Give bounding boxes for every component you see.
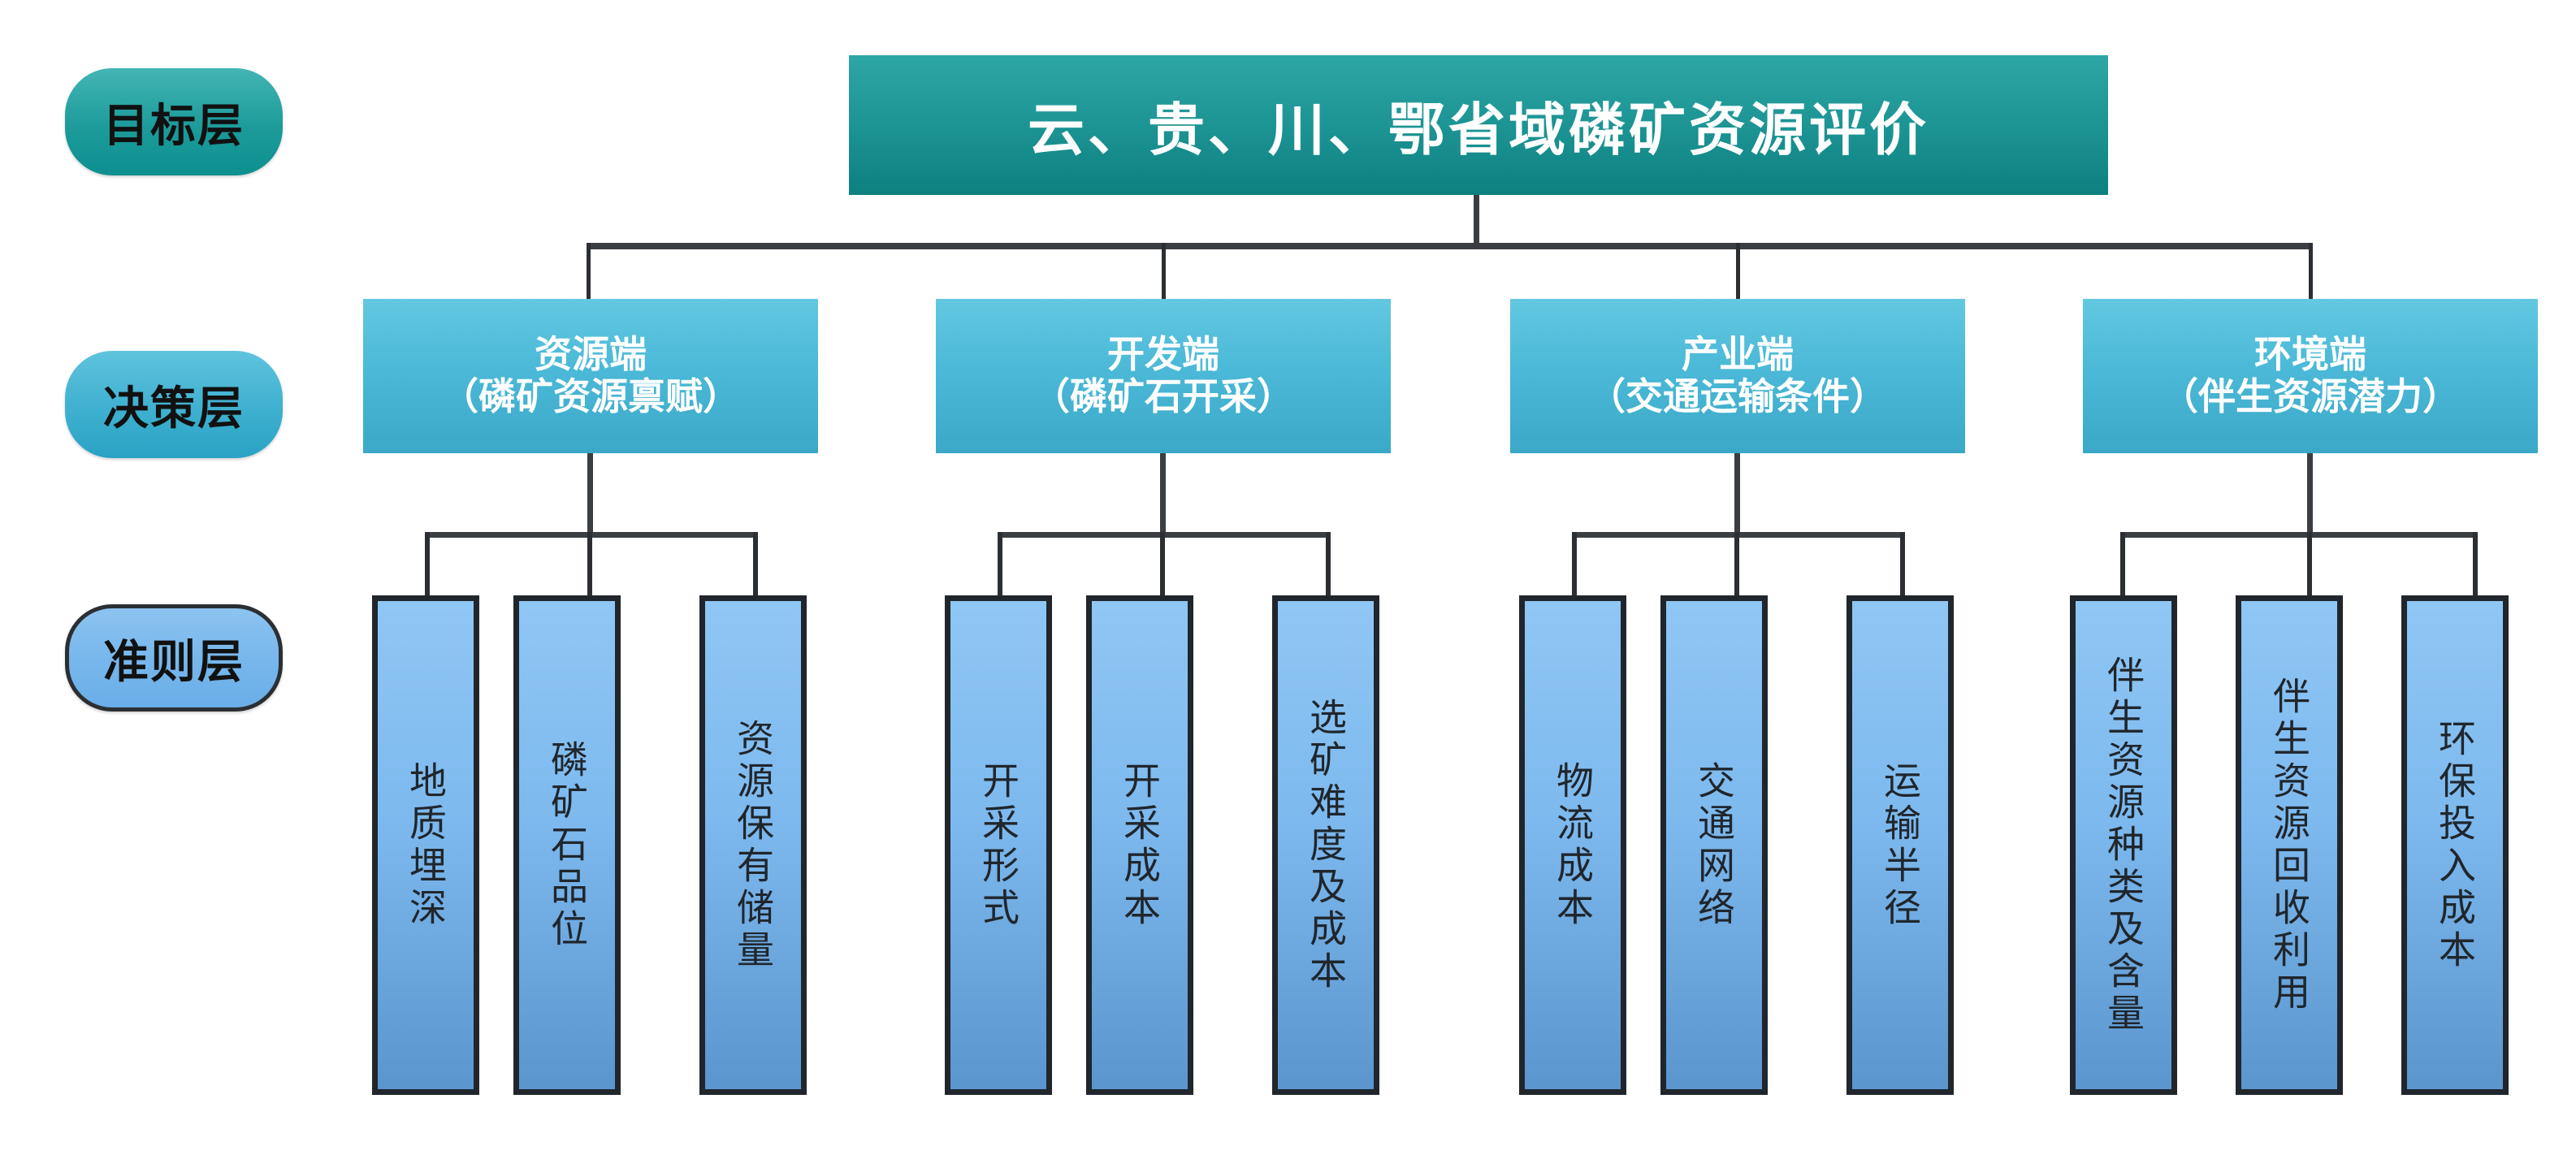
criteria-node-associated-resource-types: 伴生资源种类及含量 bbox=[2070, 595, 2177, 1095]
connector-decision-drop-2 bbox=[1162, 243, 1166, 300]
criteria-node-mining-method: 开采形式 bbox=[945, 595, 1052, 1095]
layer-pill-criteria-label: 准则层 bbox=[103, 635, 245, 687]
decision-node-industry-line2: （交通运输条件） bbox=[1588, 375, 1887, 417]
criteria-node-beneficiation-difficulty-cost: 选矿难度及成本 bbox=[1272, 595, 1379, 1095]
criteria-node-transport-network-label: 交通网络 bbox=[1693, 760, 1735, 930]
criteria-node-logistics-cost-label: 物流成本 bbox=[1552, 760, 1594, 930]
connector-environment-bus bbox=[2120, 532, 2478, 538]
criteria-node-transport-radius-label: 运输半径 bbox=[1879, 760, 1921, 930]
criteria-node-logistics-cost: 物流成本 bbox=[1519, 595, 1626, 1095]
criteria-node-mining-method-label: 开采形式 bbox=[977, 760, 1020, 930]
decision-node-resource: 资源端 （磷矿资源禀赋） bbox=[363, 299, 818, 453]
goal-node-label: 云、贵、川、鄂省域磷矿资源评价 bbox=[1028, 97, 1929, 162]
connector-industry-drop-2 bbox=[1734, 532, 1739, 597]
connector-industry-drop-3 bbox=[1900, 532, 1905, 597]
connector-decision-bus bbox=[587, 243, 2312, 249]
connector-environment-drop-3 bbox=[2473, 532, 2478, 597]
connector-environment-stem bbox=[2307, 453, 2313, 534]
decision-node-resource-line1: 资源端 bbox=[535, 333, 647, 376]
criteria-node-associated-resource-recovery: 伴生资源回收利用 bbox=[2236, 595, 2343, 1095]
criteria-node-mining-cost: 开采成本 bbox=[1086, 595, 1193, 1095]
decision-node-development-line2: （磷矿石开采） bbox=[1033, 375, 1294, 417]
connector-development-drop-2 bbox=[1160, 532, 1165, 597]
layer-pill-criteria: 准则层 bbox=[65, 604, 283, 712]
decision-node-resource-line2: （磷矿资源禀赋） bbox=[441, 375, 740, 417]
criteria-node-geological-depth: 地质埋深 bbox=[372, 595, 479, 1095]
goal-node: 云、贵、川、鄂省域磷矿资源评价 bbox=[849, 55, 2108, 195]
criteria-node-ore-grade: 磷矿石品位 bbox=[513, 595, 621, 1095]
connector-industry-stem bbox=[1734, 453, 1740, 534]
criteria-node-transport-network: 交通网络 bbox=[1660, 595, 1768, 1095]
criteria-node-transport-radius: 运输半径 bbox=[1846, 595, 1954, 1095]
criteria-node-geological-depth-label: 地质埋深 bbox=[405, 760, 447, 930]
criteria-node-retained-reserves-label: 资源保有储量 bbox=[732, 718, 774, 972]
connector-resource-drop-1 bbox=[425, 532, 430, 597]
decision-node-environment: 环境端 （伴生资源潜力） bbox=[2083, 299, 2538, 453]
connector-environment-drop-1 bbox=[2120, 532, 2125, 597]
criteria-node-environmental-investment-cost-label: 环保投入成本 bbox=[2434, 718, 2476, 972]
criteria-node-beneficiation-difficulty-cost-label: 选矿难度及成本 bbox=[1305, 697, 1347, 993]
connector-environment-drop-2 bbox=[2307, 532, 2312, 597]
decision-node-industry: 产业端 （交通运输条件） bbox=[1510, 299, 1965, 453]
decision-node-development: 开发端 （磷矿石开采） bbox=[936, 299, 1391, 453]
criteria-node-mining-cost-label: 开采成本 bbox=[1119, 760, 1161, 930]
layer-pill-goal-label: 目标层 bbox=[103, 99, 245, 151]
layer-pill-decision-label: 决策层 bbox=[103, 382, 245, 434]
connector-development-drop-3 bbox=[1326, 532, 1331, 597]
criteria-node-environmental-investment-cost: 环保投入成本 bbox=[2401, 595, 2509, 1095]
layer-pill-decision: 决策层 bbox=[65, 351, 283, 458]
connector-decision-drop-4 bbox=[2309, 243, 2313, 300]
decision-node-environment-line2: （伴生资源潜力） bbox=[2161, 375, 2460, 417]
connector-goal-stem bbox=[1474, 195, 1479, 245]
connector-resource-drop-3 bbox=[753, 532, 758, 597]
connector-resource-stem bbox=[587, 453, 593, 534]
layer-pill-goal: 目标层 bbox=[65, 68, 283, 175]
decision-node-development-line1: 开发端 bbox=[1107, 333, 1219, 376]
criteria-node-associated-resource-types-label: 伴生资源种类及含量 bbox=[2102, 655, 2145, 1036]
connector-development-stem bbox=[1160, 453, 1166, 534]
connector-resource-drop-2 bbox=[587, 532, 592, 597]
criteria-node-associated-resource-recovery-label: 伴生资源回收利用 bbox=[2268, 676, 2310, 1014]
connector-development-drop-1 bbox=[998, 532, 1002, 597]
criteria-node-ore-grade-label: 磷矿石品位 bbox=[546, 739, 588, 951]
decision-node-industry-line1: 产业端 bbox=[1682, 333, 1794, 376]
criteria-node-retained-reserves: 资源保有储量 bbox=[699, 595, 807, 1095]
connector-decision-drop-1 bbox=[587, 243, 591, 300]
decision-node-environment-line1: 环境端 bbox=[2254, 333, 2366, 376]
connector-industry-drop-1 bbox=[1572, 532, 1577, 597]
connector-decision-drop-3 bbox=[1736, 243, 1740, 300]
